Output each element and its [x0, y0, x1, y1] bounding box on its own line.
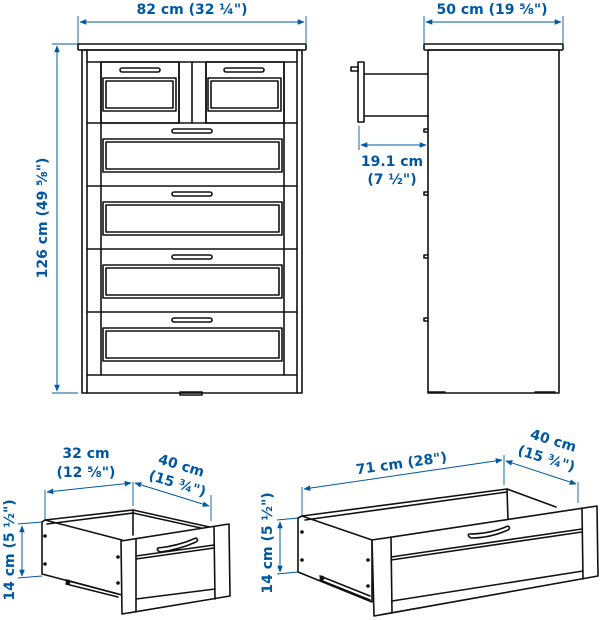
small-drawer-width-dimension: 32 cm (12 ⅝") — [44, 446, 134, 520]
side-depth-dimension: 50 cm (19 ⅝") — [423, 2, 564, 44]
pulled-drawer — [350, 61, 429, 123]
drawer-row-4 — [86, 254, 298, 313]
top-right-drawer — [205, 61, 285, 124]
drawer-extension-dimension: 19.1 cm (7 ½") — [358, 126, 427, 188]
dresser-side — [350, 43, 564, 394]
small-drawer-view: 32 cm (12 ⅝") 40 cm (15 ¾") 14 cm (5 ½") — [2, 446, 231, 615]
small-drawer-height-dimension: 14 cm (5 ½") — [2, 499, 43, 601]
top-left-drawer — [100, 61, 180, 124]
small-drawer-depth-dimension: 40 cm (15 ¾") — [134, 452, 212, 521]
side-depth-label: 50 cm (19 ⅝") — [436, 2, 547, 18]
drawer-row-5 — [102, 317, 283, 362]
drawer-row-2 — [86, 128, 298, 187]
front-width-label: 82 cm (32 ¼") — [136, 2, 247, 18]
large-drawer-drawing — [297, 488, 599, 617]
small-height-label: 14 cm (5 ½") — [2, 499, 18, 600]
large-width-label: 71 cm (28") — [355, 450, 448, 479]
front-view: 82 cm (32 ¼") 126 cm (49 ⅝") — [35, 2, 307, 396]
front-height-dimension: 126 cm (49 ⅝") — [35, 43, 78, 394]
front-height-label: 126 cm (49 ⅝") — [35, 158, 51, 279]
extension-in-label: (7 ½") — [367, 172, 416, 188]
large-height-label: 14 cm (5 ½") — [260, 492, 276, 593]
small-width-in-label: (12 ⅝") — [57, 465, 116, 481]
small-drawer-drawing — [41, 509, 231, 615]
extension-cm-label: 19.1 cm — [361, 154, 423, 170]
drawer-row-3 — [86, 191, 298, 250]
front-width-dimension: 82 cm (32 ¼") — [77, 2, 307, 44]
large-drawer-height-dimension: 14 cm (5 ½") — [260, 492, 299, 594]
side-view: 50 cm (19 ⅝") 19.1 cm (7 ½") — [350, 2, 564, 394]
small-width-cm-label: 32 cm — [62, 446, 109, 462]
large-drawer-depth-dimension: 40 cm (15 ¾") — [505, 427, 579, 503]
dresser-front — [77, 43, 307, 396]
large-drawer-view: 71 cm (28") 40 cm (15 ¾") 14 cm (5 ½") — [260, 427, 599, 617]
